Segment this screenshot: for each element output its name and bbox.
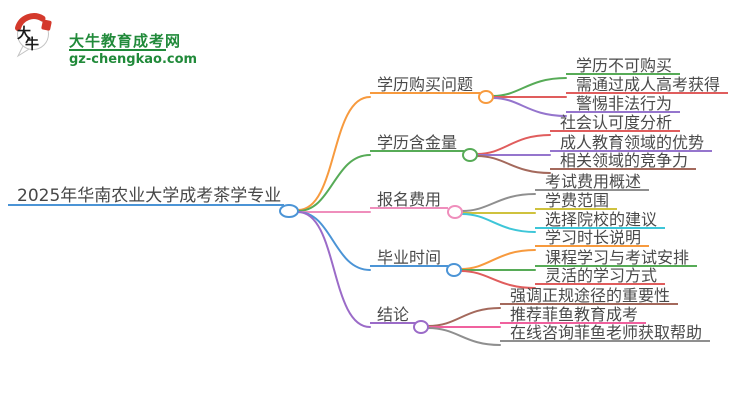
branch-1-child-3-label: 警惕非法行为 xyxy=(566,95,681,113)
logo-icon-char-bottom: 牛 xyxy=(25,36,39,53)
branch-2-child-1-label: 社会认可度分析 xyxy=(550,114,681,132)
branch-2-child-3-label: 相关领域的竞争力 xyxy=(550,152,697,170)
branch-4-child-2-label: 课程学习与考试安排 xyxy=(535,249,698,267)
branch-4-child-3-label: 灵活的学习方式 xyxy=(535,267,666,285)
branch-2-connector xyxy=(297,154,371,212)
root-node-circle xyxy=(279,204,299,218)
branch-3-child-3-label: 选择院校的建议 xyxy=(535,211,666,229)
logo-red-cap xyxy=(15,13,46,31)
branch-4-child-1-label: 学习时长说明 xyxy=(535,229,650,247)
branch-5-child-3-label: 在线咨询菲鱼老师获取帮助 xyxy=(500,324,711,342)
branch-3-child-2-label: 学费范围 xyxy=(535,192,618,210)
branch-5-child-1-connector xyxy=(427,307,501,327)
branch-5-label: 结论 xyxy=(370,306,417,324)
branch-3-child-1-connector xyxy=(461,193,536,212)
branch-3-node-circle xyxy=(447,205,463,219)
branch-1-child-1-connector xyxy=(492,77,567,97)
branch-4-label: 毕业时间 xyxy=(370,249,449,267)
branch-5-child-1-label: 强调正规途径的重要性 xyxy=(500,287,679,305)
branch-1-label: 学历购买问题 xyxy=(370,76,481,94)
branch-2-child-3-connector xyxy=(476,155,551,174)
branch-3-child-3-connector xyxy=(461,213,536,233)
branch-3-child-1-label: 考试费用概述 xyxy=(535,173,650,191)
logo-divider xyxy=(69,49,166,51)
branch-5-child-2-label: 推荐菲鱼教育成考 xyxy=(500,306,647,324)
site-logo: 大 牛 大牛教育成考网 gz-chengkao.com xyxy=(12,10,197,67)
logo-url: gz-chengkao.com xyxy=(69,52,198,67)
logo-icon-char-top: 大 xyxy=(17,25,31,42)
branch-4-child-3-connector xyxy=(460,270,536,289)
branch-1-child-2-label: 需通过成人高考获得 xyxy=(566,76,729,94)
branch-1-node-circle xyxy=(478,90,494,104)
daniu-logo-icon: 大 牛 xyxy=(15,13,52,58)
branch-4-connector xyxy=(297,211,371,271)
branch-2-child-1-connector xyxy=(476,134,551,155)
branch-4-node-circle xyxy=(446,263,462,277)
branch-2-child-2-label: 成人教育领域的优势 xyxy=(550,134,713,152)
branch-5-node-circle xyxy=(413,320,429,334)
branch-1-connector xyxy=(297,96,371,211)
branch-2-node-circle xyxy=(462,148,478,162)
branch-1-child-1-label: 学历不可购买 xyxy=(566,57,681,75)
branch-4-child-1-connector xyxy=(460,249,536,270)
logo-title: 大牛教育成考网 xyxy=(69,32,182,50)
branch-3-label: 报名费用 xyxy=(370,191,449,209)
branch-1-child-3-connector xyxy=(492,97,567,117)
logo-red-seal xyxy=(41,19,52,31)
branch-5-connector xyxy=(297,211,371,328)
branch-2-label: 学历含金量 xyxy=(370,134,465,152)
branch-5-child-3-connector xyxy=(427,327,501,346)
root-topic-label: 2025年华南农业大学成考茶学专业 xyxy=(8,186,285,206)
